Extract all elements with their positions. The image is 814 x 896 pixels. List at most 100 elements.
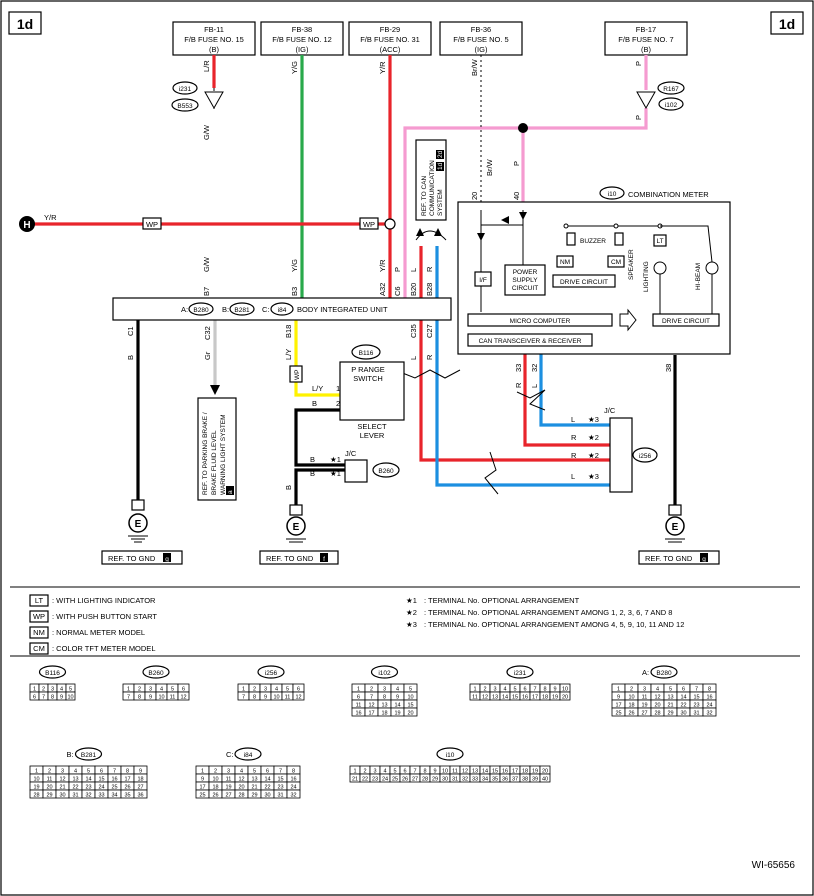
svg-text:I/F: I/F [479,277,487,284]
svg-text:15: 15 [492,769,498,775]
label-brw: Br/W [470,58,479,76]
svg-text:F/B FUSE NO. 12: F/B FUSE NO. 12 [272,35,332,44]
svg-text:34: 34 [482,777,488,783]
parking-brake-ref: REF. TO PARKING BRAKE / BRAKE FLUID LEVE… [197,397,237,501]
svg-text:1: 1 [201,769,204,775]
svg-text:B116: B116 [45,670,60,677]
svg-text:4: 4 [240,769,243,775]
svg-text:29: 29 [667,711,673,717]
svg-text:32: 32 [706,711,712,717]
svg-text:17: 17 [199,785,205,791]
label-brw-meter: Br/W [485,158,494,176]
svg-text:1d: 1d [437,162,444,170]
svg-text:L: L [571,472,575,481]
label-l-meter: L [530,384,539,388]
svg-text:: COLOR TFT METER MODEL: : COLOR TFT METER MODEL [52,644,155,653]
svg-text:F/B FUSE NO. 31: F/B FUSE NO. 31 [360,35,420,44]
svg-text:14: 14 [680,695,686,701]
wire-label-r: R [425,266,434,272]
svg-text:26: 26 [402,777,408,783]
svg-text:(B): (B) [209,45,220,54]
svg-text:2: 2 [483,687,486,693]
svg-text:★3: ★3 [588,472,599,481]
svg-text:8: 8 [253,695,256,701]
svg-text:B280: B280 [656,670,672,677]
svg-text:17: 17 [368,711,374,717]
svg-text:24: 24 [98,785,104,791]
wire-ly-b18 [294,320,340,397]
svg-text:a: a [227,490,234,494]
svg-text:1: 1 [33,687,36,693]
svg-text:11: 11 [226,777,232,783]
label-p-top: P [634,61,643,66]
svg-text:4: 4 [60,687,63,693]
pin-b28: B28 [425,283,434,296]
svg-text:28: 28 [238,793,244,799]
svg-text:19: 19 [225,785,231,791]
svg-text:18: 18 [628,703,634,709]
svg-text:FB-29: FB-29 [380,25,400,34]
svg-text:11: 11 [356,703,362,709]
svg-text:19: 19 [33,785,39,791]
svg-text:B280: B280 [193,307,209,314]
svg-text:16: 16 [290,777,296,783]
can-break-3 [484,451,499,495]
svg-text:13: 13 [381,703,387,709]
svg-text:C:: C: [262,305,270,314]
svg-text:12: 12 [462,769,468,775]
svg-text:17: 17 [615,703,621,709]
svg-text:14: 14 [482,769,488,775]
svg-text:24: 24 [290,785,296,791]
wire-label-gr: Gr [203,351,212,360]
svg-text:5: 5 [409,687,412,693]
svg-text:28: 28 [33,793,39,799]
svg-text:R167: R167 [663,86,679,93]
svg-text:23: 23 [85,785,91,791]
svg-text:22: 22 [680,703,686,709]
svg-text:8: 8 [543,687,546,693]
svg-text:2: 2 [214,769,217,775]
svg-text:9: 9 [264,695,267,701]
combination-meter: i10 COMBINATION METER I/F POWER SUPPLY C… [457,186,731,355]
svg-text:B260: B260 [148,670,164,677]
svg-text:i231: i231 [514,670,527,677]
svg-text:2: 2 [138,687,141,693]
wire-can-l-low [435,320,610,487]
svg-text:12: 12 [368,703,374,709]
svg-text:17: 17 [532,695,538,701]
svg-text:31: 31 [72,793,78,799]
svg-text:5: 5 [69,687,72,693]
svg-text:29: 29 [251,793,257,799]
svg-text:31: 31 [693,711,699,717]
svg-text:1d: 1d [17,16,33,32]
svg-text:11: 11 [452,769,458,775]
svg-text:6: 6 [357,695,360,701]
splice-circle [384,218,396,230]
label-p-meter: P [512,161,521,166]
pin-c32: C32 [203,326,212,340]
svg-text:BRAKE FLUID LEVEL: BRAKE FLUID LEVEL [211,430,218,495]
jc-left: J/C ★1 ★1 B B B260 [310,449,400,483]
svg-text:16: 16 [706,695,712,701]
svg-text:13: 13 [72,777,78,783]
can-break-1 [399,369,461,379]
wire-b-jc [294,468,345,505]
svg-text:5: 5 [286,687,289,693]
svg-text:SYSTEM: SYSTEM [437,189,444,216]
svg-text:27: 27 [225,793,231,799]
svg-text:6: 6 [297,687,300,693]
section-tag-left: 1d [8,11,42,35]
svg-text:★1: ★1 [330,469,341,478]
svg-text:MICRO COMPUTER: MICRO COMPUTER [510,318,571,325]
svg-text:WP: WP [146,220,158,229]
svg-text:19: 19 [641,703,647,709]
pin-b20: B20 [409,283,418,296]
svg-text:COMBINATION METER: COMBINATION METER [628,190,709,199]
svg-text:4: 4 [396,687,399,693]
svg-text:NM: NM [560,259,570,266]
svg-text:5: 5 [513,687,516,693]
